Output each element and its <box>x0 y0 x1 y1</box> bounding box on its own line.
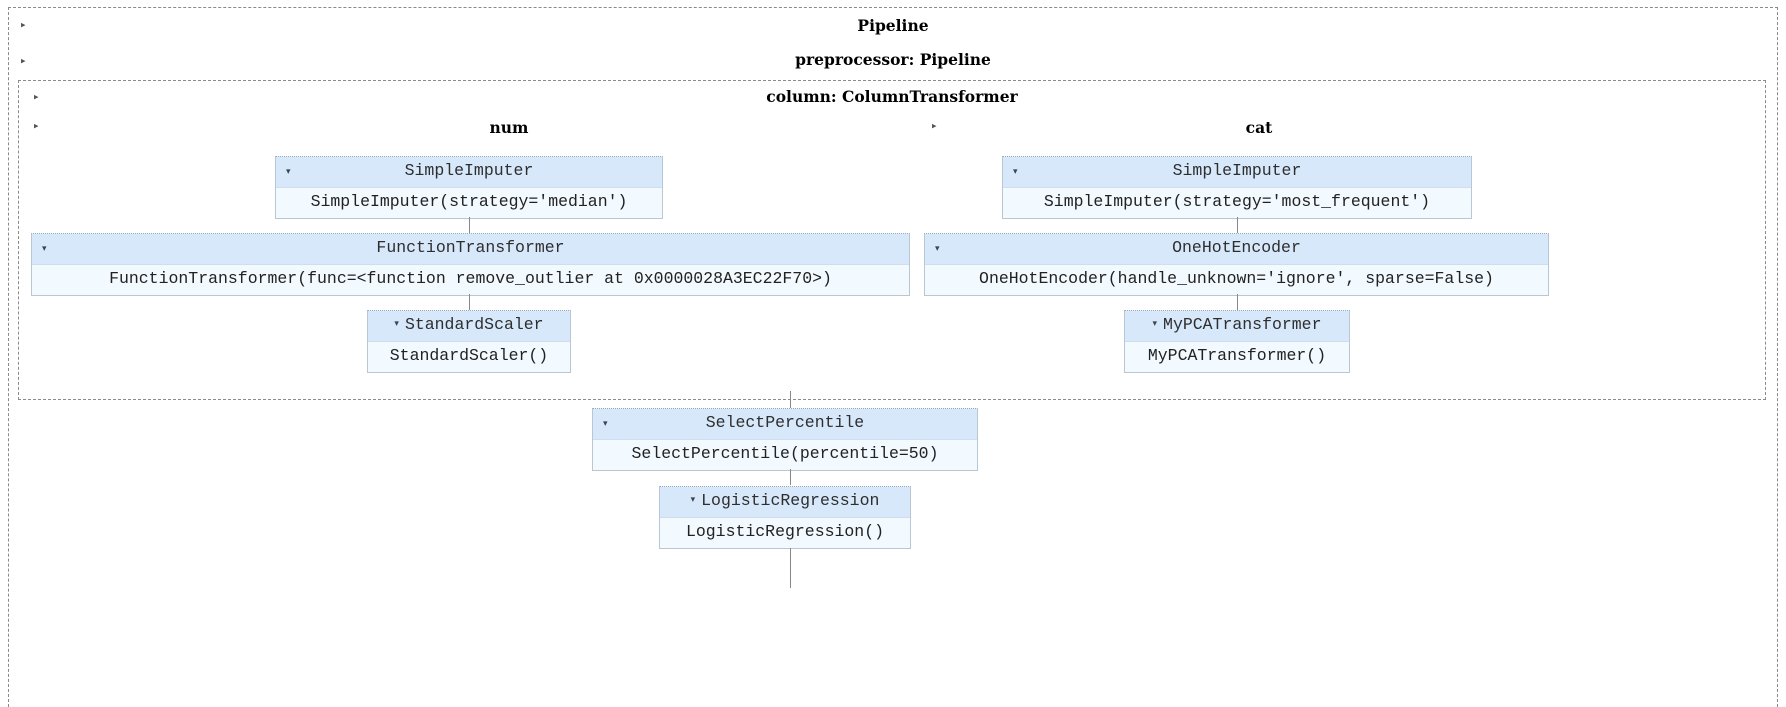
estimator-name: SelectPercentile <box>705 413 865 432</box>
estimator-repr: StandardScaler() <box>368 341 570 372</box>
pipeline-container: ▸ Pipeline ▸ preprocessor: Pipeline ▸ co… <box>8 7 1778 707</box>
estimator-header-standard-scaler[interactable]: ▾ StandardScaler <box>368 311 570 342</box>
estimator-header-my-pca-transformer[interactable]: ▾ MyPCATransformer <box>1125 311 1349 342</box>
column-transformer-title-row[interactable]: ▸ column: ColumnTransformer <box>19 81 1765 115</box>
estimator-repr: MyPCATransformer() <box>1125 341 1349 372</box>
branch-label-cat: cat <box>1059 118 1459 137</box>
estimator-repr: SelectPercentile(percentile=50) <box>593 439 977 470</box>
column-transformer-toggle-icon[interactable]: ▸ <box>34 92 39 103</box>
num-toggle-icon[interactable]: ▸ <box>34 121 39 132</box>
estimator-header-one-hot-encoder[interactable]: ▾ OneHotEncoder <box>925 234 1548 265</box>
estimator-simple-imputer-num[interactable]: ▾ SimpleImputer SimpleImputer(strategy='… <box>275 156 663 219</box>
preprocessor-toggle-icon[interactable]: ▸ <box>21 56 26 67</box>
estimator-name: LogisticRegression <box>701 491 880 510</box>
chevron-down-icon[interactable]: ▾ <box>935 243 940 254</box>
num-label: num <box>489 118 529 137</box>
estimator-logistic-regression[interactable]: ▾ LogisticRegression LogisticRegression() <box>659 486 911 549</box>
chevron-down-icon[interactable]: ▾ <box>42 243 47 254</box>
estimator-header-select-percentile[interactable]: ▾ SelectPercentile <box>593 409 977 440</box>
estimator-name: FunctionTransformer <box>376 238 565 257</box>
column-transformer-container: ▸ column: ColumnTransformer ▸ num ▸ cat … <box>18 80 1766 400</box>
column-transformer-label: column: ColumnTransformer <box>766 87 1018 106</box>
chevron-down-icon[interactable]: ▾ <box>394 319 399 330</box>
estimator-name: OneHotEncoder <box>1172 238 1301 257</box>
cat-toggle-icon[interactable]: ▸ <box>932 121 937 132</box>
estimator-one-hot-encoder[interactable]: ▾ OneHotEncoder OneHotEncoder(handle_unk… <box>924 233 1549 296</box>
estimator-my-pca-transformer[interactable]: ▾ MyPCATransformer MyPCATransformer() <box>1124 310 1350 373</box>
connector-num-imputer-to-ft <box>469 217 470 233</box>
chevron-down-icon[interactable]: ▾ <box>690 495 696 506</box>
estimator-name: MyPCATransformer <box>1163 315 1322 334</box>
estimator-name: SimpleImputer <box>1172 161 1302 180</box>
estimator-repr: LogisticRegression() <box>660 517 910 548</box>
chevron-down-icon[interactable]: ▾ <box>1152 319 1158 330</box>
pipeline-title-row[interactable]: ▸ Pipeline <box>9 8 1777 45</box>
chevron-down-icon[interactable]: ▾ <box>603 418 608 429</box>
estimator-repr: SimpleImputer(strategy='median') <box>276 187 662 218</box>
estimator-repr: OneHotEncoder(handle_unknown='ignore', s… <box>925 264 1548 295</box>
estimator-select-percentile[interactable]: ▾ SelectPercentile SelectPercentile(perc… <box>592 408 978 471</box>
preprocessor-label: preprocessor: Pipeline <box>795 49 991 69</box>
cat-label: cat <box>1245 118 1273 137</box>
chevron-down-icon[interactable]: ▾ <box>286 166 291 177</box>
connector-below-logisticregression <box>790 548 791 588</box>
estimator-simple-imputer-cat[interactable]: ▾ SimpleImputer SimpleImputer(strategy='… <box>1002 156 1472 219</box>
page-title: Pipeline <box>857 16 929 35</box>
connector-cat-ohe-to-pca <box>1237 294 1238 310</box>
estimator-repr: SimpleImputer(strategy='most_frequent') <box>1003 187 1471 218</box>
connector-selectpercentile-to-logisticregression <box>790 469 791 485</box>
chevron-down-icon[interactable]: ▾ <box>1013 166 1018 177</box>
preprocessor-title-row[interactable]: ▸ preprocessor: Pipeline <box>9 45 1777 79</box>
connector-cat-imputer-to-ohe <box>1237 217 1238 233</box>
estimator-repr: FunctionTransformer(func=<function remov… <box>32 264 909 295</box>
estimator-standard-scaler[interactable]: ▾ StandardScaler StandardScaler() <box>367 310 571 373</box>
pipeline-toggle-icon[interactable]: ▸ <box>21 20 26 31</box>
estimator-header-logistic-regression[interactable]: ▾ LogisticRegression <box>660 487 910 518</box>
estimator-name: StandardScaler <box>404 315 544 334</box>
estimator-function-transformer[interactable]: ▾ FunctionTransformer FunctionTransforme… <box>31 233 910 296</box>
estimator-name: SimpleImputer <box>404 161 534 180</box>
estimator-header-simple-imputer-num[interactable]: ▾ SimpleImputer <box>276 157 662 188</box>
estimator-header-simple-imputer-cat[interactable]: ▾ SimpleImputer <box>1003 157 1471 188</box>
connector-num-ft-to-scaler <box>469 294 470 310</box>
branch-labels-row: ▸ num ▸ cat <box>19 111 1765 141</box>
estimator-header-function-transformer[interactable]: ▾ FunctionTransformer <box>32 234 909 265</box>
connector-columntransformer-to-selectpercentile <box>790 391 791 416</box>
branch-label-num: num <box>309 118 709 137</box>
